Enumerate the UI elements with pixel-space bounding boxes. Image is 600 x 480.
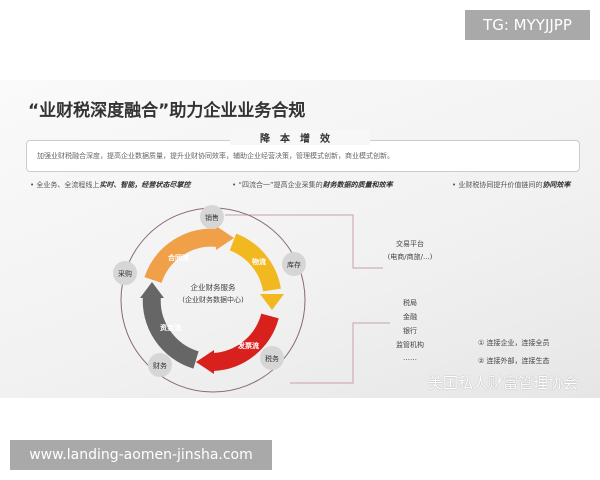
summary-heading: 降本增效 xyxy=(230,130,370,145)
node-tax: 税务 xyxy=(265,354,279,363)
summary-box: 加强业财税融合深度，提高企业数据质量，提升业财协同效率，辅助企业经营决策，管理模… xyxy=(26,140,580,172)
connector-bottom xyxy=(290,322,390,384)
flow-arrow-funds xyxy=(142,294,199,369)
connector-top xyxy=(225,214,383,269)
node-inventory: 库存 xyxy=(287,260,301,269)
trade-platform: 交易平台 xyxy=(396,240,424,248)
flow-label-invoice: 发票流 xyxy=(237,341,259,350)
list-item: 金融 xyxy=(403,313,417,321)
center-title: 企业财务服务 xyxy=(191,282,236,292)
node-finance: 财务 xyxy=(153,361,167,370)
flow-arrow-invoice xyxy=(212,313,279,371)
watermark: 美国私人财富管理协会 xyxy=(428,374,579,392)
footer-url: www.landing-aomen-jinsha.com xyxy=(10,440,272,470)
summary-text: 加强业财税融合深度，提高企业数据质量，提升业财协同效率，辅助企业经营决策，管理模… xyxy=(37,152,394,160)
note-1: ① 连接企业，连接全员 xyxy=(478,339,550,347)
flow-arrow-contract xyxy=(144,228,219,284)
bullet-3: • 业财税协同提升价值链间的协同效率 xyxy=(452,181,571,189)
node-sales: 销售 xyxy=(205,213,219,222)
list-item: 银行 xyxy=(403,327,417,335)
node-purchase: 采购 xyxy=(118,269,132,278)
flow-label-contract: 合同流 xyxy=(167,253,189,262)
list-item: 监管机构 xyxy=(396,341,424,349)
flow-label-funds: 资金流 xyxy=(160,323,181,332)
flow-arrow-logistics xyxy=(229,233,281,292)
tg-label: TG: MYYJJPP xyxy=(465,10,590,40)
slide-image: “业财税深度融合”助力企业业务合规 加强业财税融合深度，提高企业数据质量，提升业… xyxy=(0,80,600,398)
flow-label-logistics: 物流 xyxy=(252,257,266,266)
bullet-2: • “四流合一”提高企业采集的财务数据的质量和效率 xyxy=(232,181,393,189)
center-subtitle: (企业财务数据中心) xyxy=(182,295,244,304)
bullet-1: • 全业务、全流程线上实时、智能，经营状态尽掌控 xyxy=(30,181,191,189)
list-item: …… xyxy=(403,354,417,362)
trade-platform-sub: (电商/商旅/...) xyxy=(387,253,433,261)
note-2: ② 连接外部，连接生态 xyxy=(478,357,550,365)
flow-diagram: 合同流 物流 发票流 资金流 企业财务服务 (企业财务数据中心) 销售 库存 税… xyxy=(113,205,390,393)
slide-title: “业财税深度融合”助力企业业务合规 xyxy=(28,101,306,121)
list-item: 税局 xyxy=(403,299,417,307)
